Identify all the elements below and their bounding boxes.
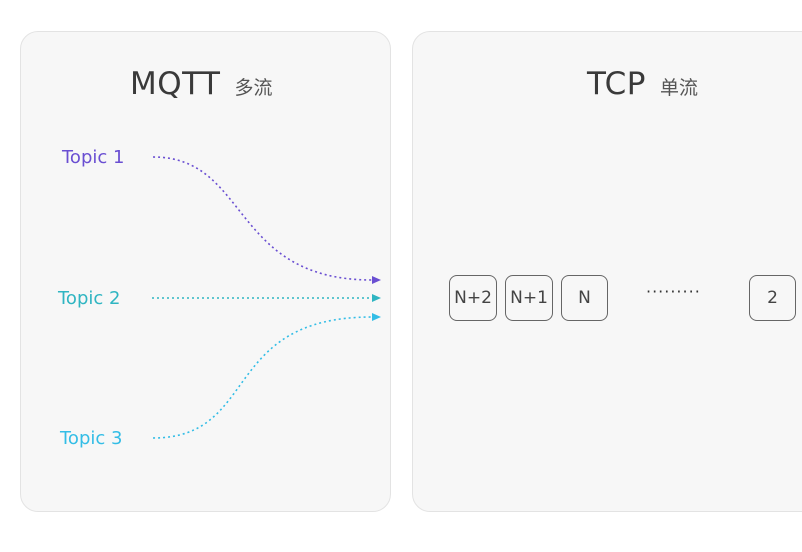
packet-2: 2 [749, 275, 796, 321]
packet-ellipsis: ········· [646, 282, 701, 301]
topic-3-label: Topic 3 [60, 428, 123, 449]
packet-n-plus-1: N+1 [505, 275, 553, 321]
tcp-title-group: TCP 单流 [587, 66, 698, 102]
mqtt-title: MQTT [130, 66, 221, 102]
packet-n: N [561, 275, 608, 321]
topic-2-label: Topic 2 [58, 288, 121, 309]
topic-3-arrowhead [372, 313, 381, 321]
topic-1-flow [152, 156, 373, 281]
tcp-subtitle: 单流 [659, 77, 698, 99]
mqtt-title-group: MQTT 多流 [130, 66, 273, 102]
mqtt-panel [20, 31, 391, 512]
mqtt-subtitle: 多流 [234, 77, 273, 99]
topic-1-label: Topic 1 [62, 147, 125, 168]
tcp-panel [412, 31, 802, 512]
topic-3-flow [152, 316, 373, 439]
packet-n-plus-2: N+2 [449, 275, 497, 321]
tcp-title: TCP [587, 66, 646, 102]
topic-2-arrowhead [372, 294, 381, 302]
topic-1-arrowhead [372, 276, 381, 284]
